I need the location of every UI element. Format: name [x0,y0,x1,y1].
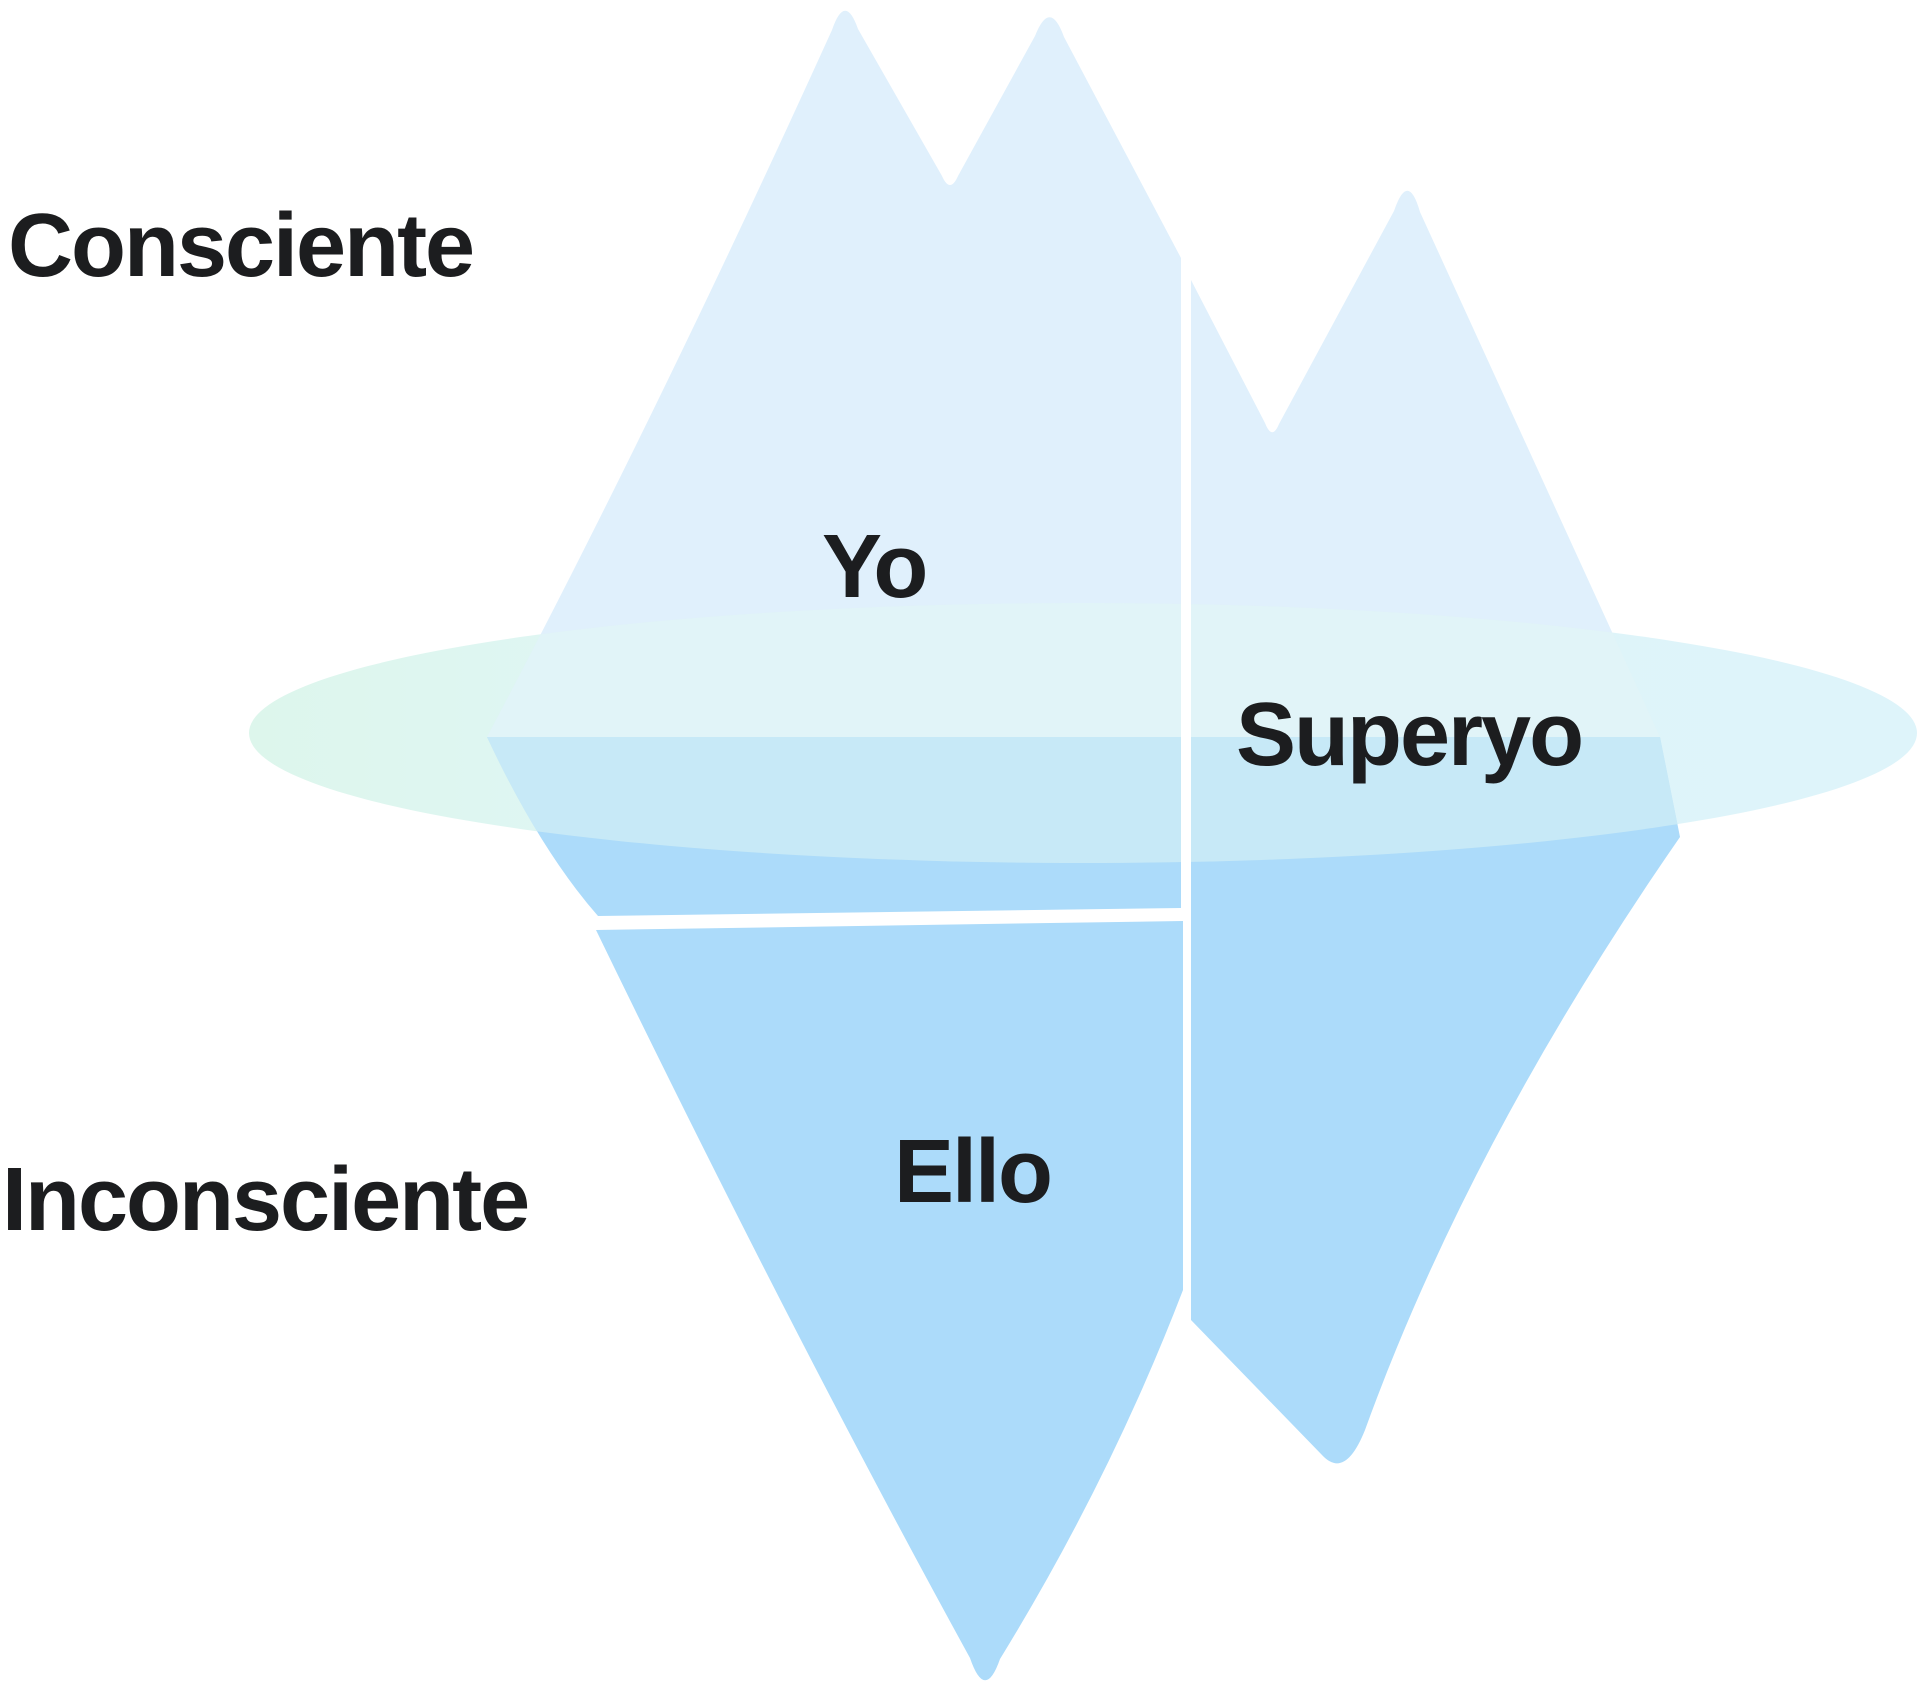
label-inconsciente: Inconsciente [2,1150,530,1250]
label-yo: Yo [822,517,928,617]
iceberg-yo-above-water [487,10,1181,738]
iceberg-gap-vertical [1181,596,1191,878]
label-ello: Ello [894,1122,1053,1222]
iceberg-ello [596,921,1183,1681]
iceberg-superyo-below-water [1191,737,1680,1464]
iceberg-superyo-above-water [1191,190,1660,737]
label-superyo: Superyo [1236,685,1584,785]
water-depth-overlay [487,603,1680,863]
label-consciente: Consciente [8,196,475,296]
